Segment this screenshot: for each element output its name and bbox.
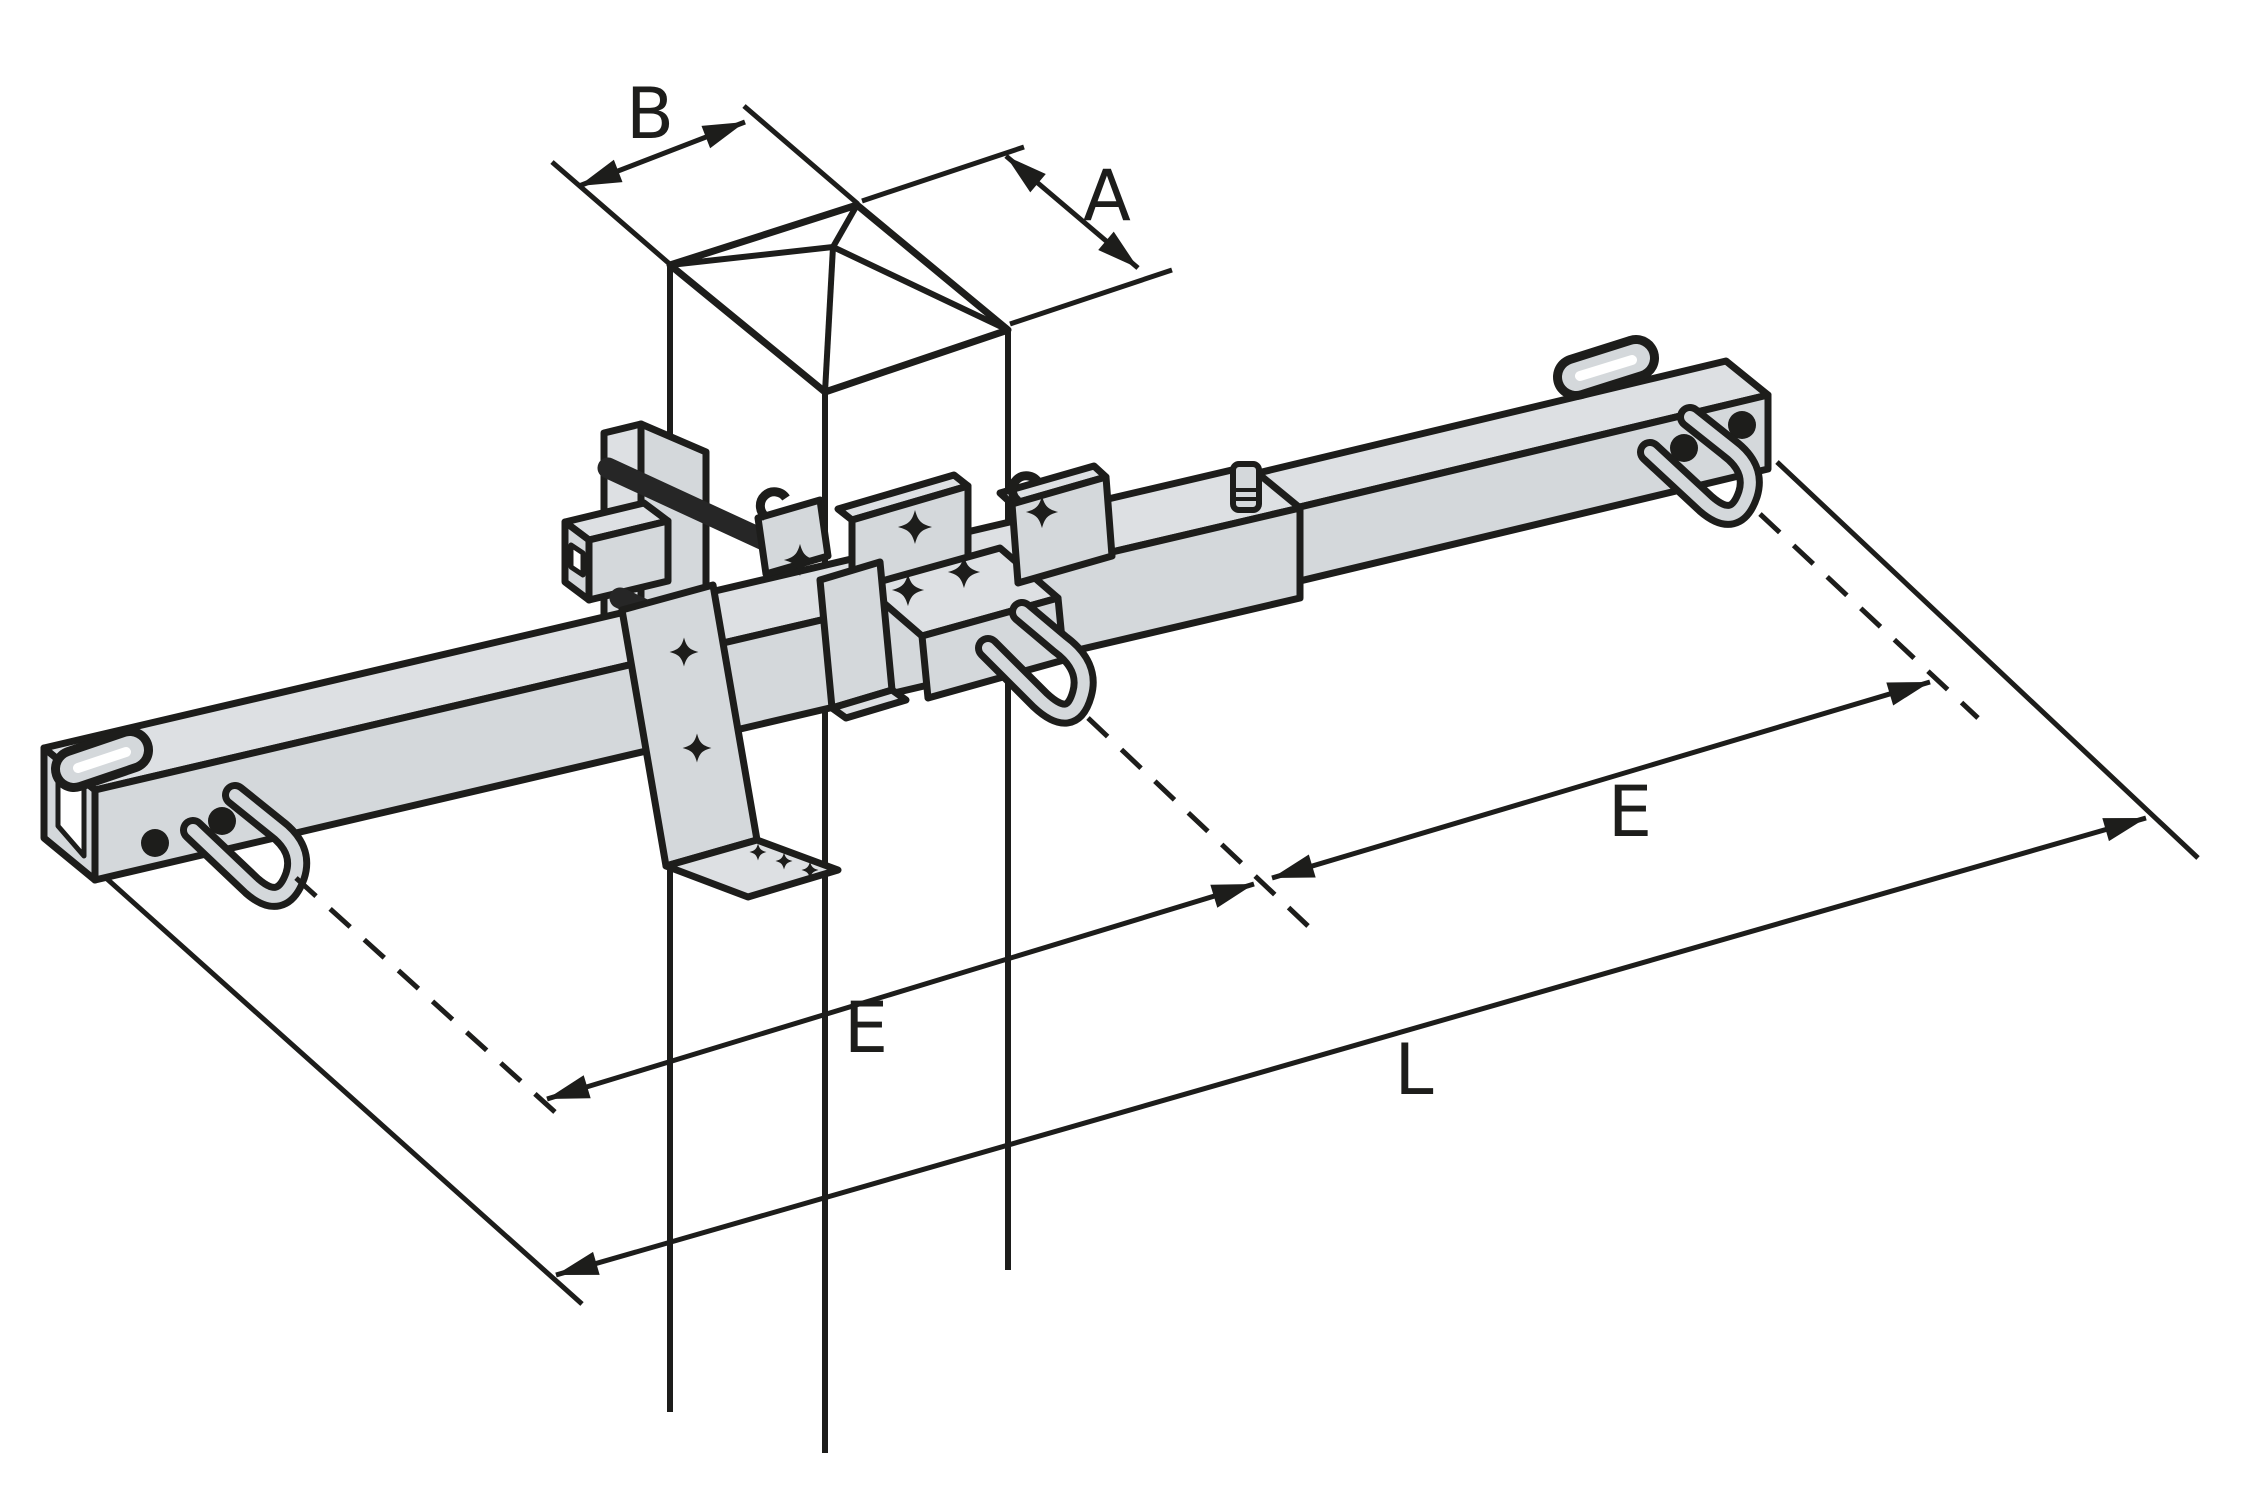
side-hooks [180, 404, 1763, 910]
clamp-assembly [754, 462, 1116, 722]
ext-line-a-right [1009, 267, 1173, 327]
dim-line-b [578, 119, 746, 189]
dimension-annotations [104, 104, 2200, 1306]
end-loops [51, 335, 1659, 792]
dashed-ext-center-hook [1086, 716, 1310, 928]
dim-line-l [555, 815, 2147, 1278]
clamp-left-jaw [754, 496, 832, 578]
dimension-labels: B A E E L [626, 73, 1652, 1111]
ext-line-l-right [1775, 460, 2200, 860]
inner-tube-hole [1728, 411, 1756, 439]
dashed-ext-right-hook [1758, 512, 1980, 720]
channel-hollow [568, 542, 586, 578]
ext-line-b-left [550, 160, 674, 268]
right-end-loop [1553, 335, 1659, 400]
dim-line-a [1004, 154, 1140, 270]
right-side-hook [1637, 404, 1763, 528]
ext-line-a-center [861, 144, 1025, 204]
clamp-front-jaw [816, 558, 896, 712]
dim-line-e-right [1271, 679, 1931, 881]
dashed-ext-left-hook [294, 876, 568, 1124]
inner-tube-hole [1670, 434, 1698, 462]
dim-line-e-left [546, 881, 1255, 1102]
clamp-left-jaw-curl [755, 487, 790, 521]
label-a: A [1083, 155, 1131, 237]
clamp-right-jaw-curl [1007, 471, 1042, 505]
left-side-hook [180, 782, 311, 910]
clamp-right-jaw [1008, 473, 1116, 587]
label-e-left: E [844, 987, 888, 1069]
clamp-front-jaw-foot [828, 686, 910, 722]
joint-bolt [1230, 461, 1262, 513]
left-end-loop [51, 727, 153, 792]
label-b: B [626, 73, 674, 155]
center-hook [975, 599, 1097, 727]
label-e-right: E [1608, 771, 1652, 853]
label-l: L [1395, 1029, 1434, 1111]
ext-line-l-left [104, 876, 584, 1306]
pole-cap-pyramid [669, 203, 1010, 393]
ext-line-center [742, 104, 860, 206]
channel-bracket [561, 499, 672, 604]
outer-tube-hole [208, 807, 236, 835]
outer-tube-hole [141, 829, 169, 857]
